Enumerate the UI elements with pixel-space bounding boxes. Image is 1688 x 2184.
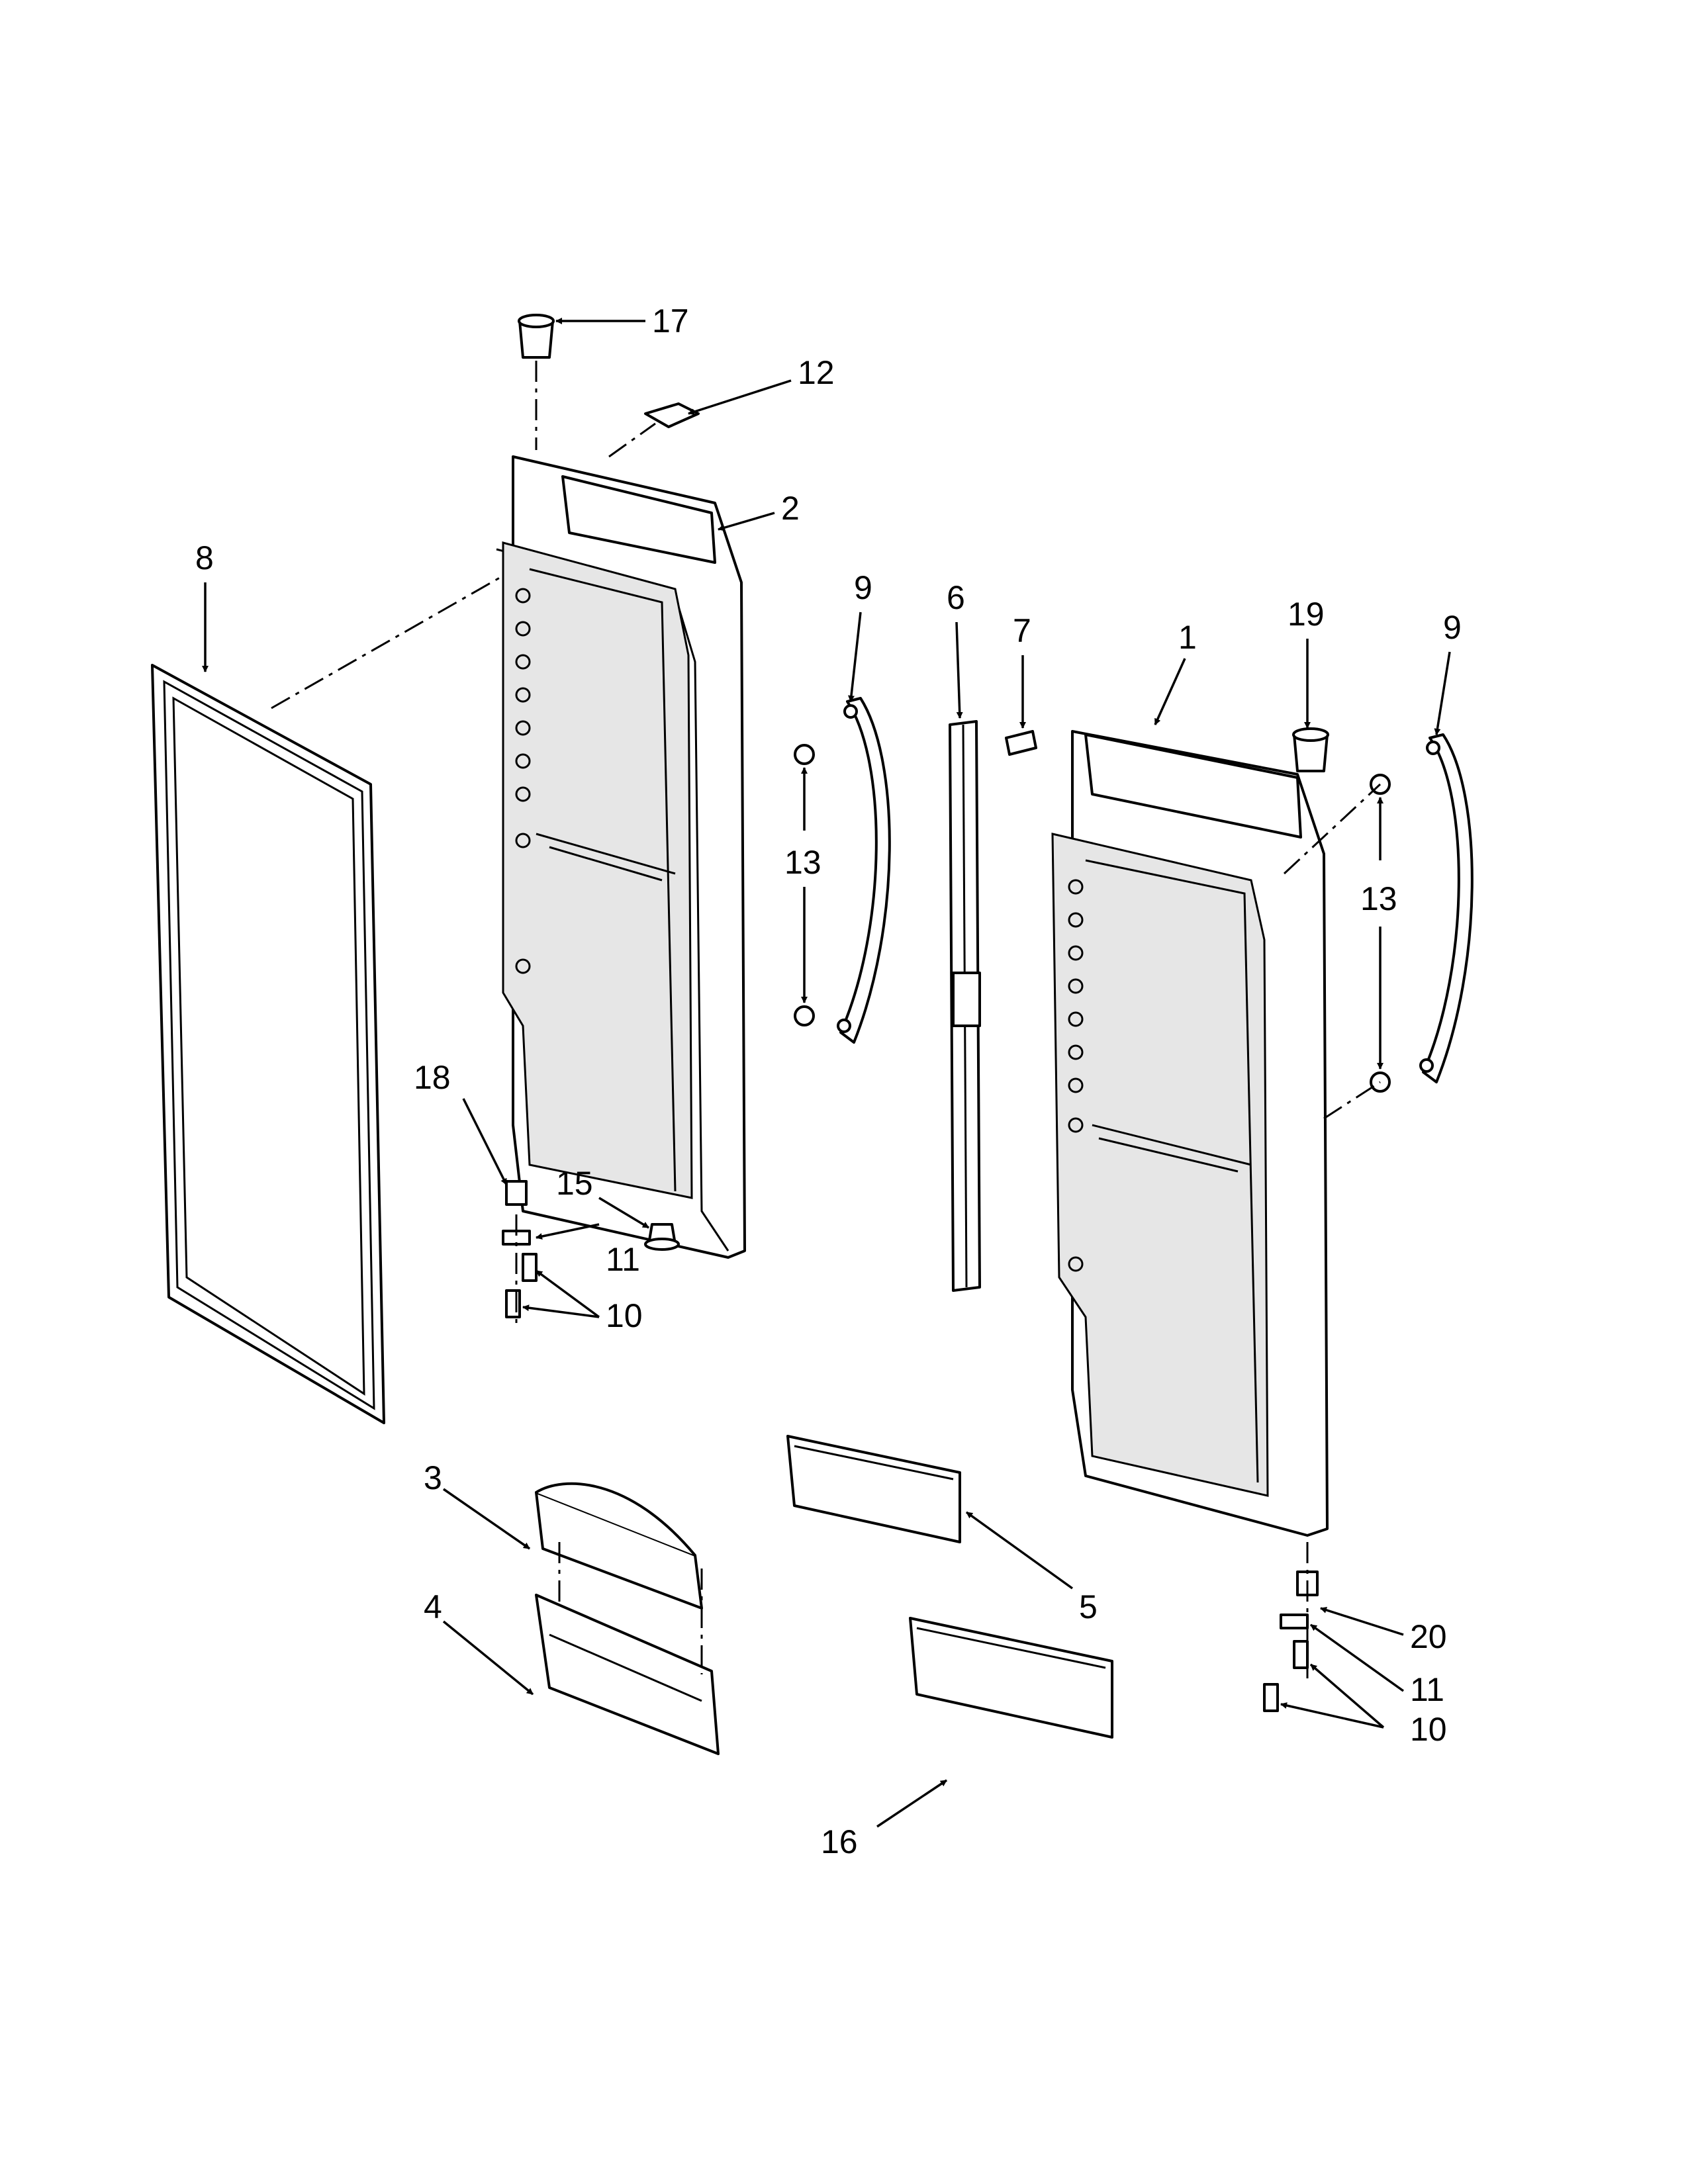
callout-labels: 17 12 2 8 9 6 7 1 19 9 13 13 18 15 11 10… xyxy=(195,302,1462,1860)
callout-10-left: 10 xyxy=(606,1297,643,1334)
left-door-shelf-dimples xyxy=(515,588,531,974)
left-door-assembly xyxy=(496,455,746,1259)
door-cap xyxy=(644,402,700,428)
callout-9-left: 9 xyxy=(854,569,872,606)
callout-20: 20 xyxy=(1410,1618,1447,1655)
callout-5: 5 xyxy=(1079,1588,1098,1625)
door-bin-lower xyxy=(909,1617,1113,1739)
callout-11-right: 11 xyxy=(1410,1671,1444,1708)
callout-4: 4 xyxy=(424,1588,442,1625)
dairy-door xyxy=(535,1482,703,1610)
callout-19: 19 xyxy=(1288,596,1325,633)
door-bin-upper xyxy=(786,1435,961,1543)
callout-8: 8 xyxy=(195,539,214,576)
assembly-lines xyxy=(271,361,1382,1681)
callout-13-right: 13 xyxy=(1360,880,1397,917)
center-flapper xyxy=(949,720,981,1292)
callout-16: 16 xyxy=(821,1823,858,1860)
callout-13-left: 13 xyxy=(784,844,821,881)
callout-18: 18 xyxy=(414,1059,451,1096)
callout-11-left: 11 xyxy=(606,1241,640,1278)
right-door-assembly xyxy=(1051,730,1329,1537)
callout-6: 6 xyxy=(947,579,965,616)
right-door-shelf-dimples xyxy=(1068,879,1084,1272)
callout-12: 12 xyxy=(798,354,835,391)
flapper-screw xyxy=(1005,730,1037,756)
callout-9-right: 9 xyxy=(1443,609,1462,646)
top-hinge-bushing xyxy=(518,314,555,359)
door-gasket xyxy=(151,664,385,1424)
callout-1: 1 xyxy=(1178,619,1197,656)
right-hinge-hardware xyxy=(1263,1570,1319,1712)
dairy-bin xyxy=(535,1594,720,1755)
callout-15: 15 xyxy=(556,1165,593,1202)
right-top-bushing xyxy=(1292,727,1329,772)
callout-2: 2 xyxy=(781,490,800,527)
right-door-handle xyxy=(1419,733,1474,1083)
left-door-handle xyxy=(837,697,891,1044)
callout-3: 3 xyxy=(424,1459,442,1496)
callout-7: 7 xyxy=(1013,612,1031,649)
callout-17: 17 xyxy=(652,302,689,340)
callout-10-right: 10 xyxy=(1410,1711,1447,1748)
leader-lines xyxy=(202,318,1451,1828)
